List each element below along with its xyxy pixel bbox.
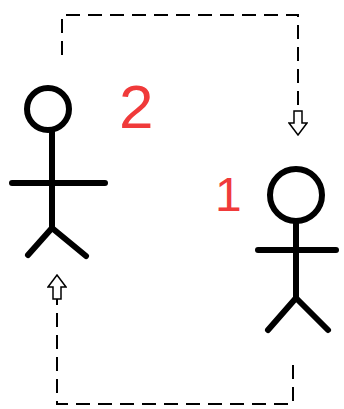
dashed-arrow — [62, 15, 298, 135]
stick-figure-node: 1 — [208, 135, 340, 365]
figure-arms — [258, 247, 336, 253]
stick-figure-right — [258, 169, 336, 330]
figure-head — [27, 88, 69, 130]
figure-leg — [268, 298, 296, 330]
stick-figure-left — [12, 88, 105, 256]
figure-body — [49, 130, 55, 228]
stick-figure-node: 2 — [6, 55, 170, 275]
figure-leg — [28, 228, 52, 255]
figure-arms — [12, 180, 105, 186]
figure-leg — [296, 298, 328, 330]
figure-leg — [52, 228, 86, 256]
dashed-arrow — [57, 275, 293, 404]
callout-number: 2 — [119, 76, 153, 138]
figure-head — [270, 169, 322, 221]
callout-number: 1 — [215, 171, 242, 219]
figure-body — [293, 221, 299, 298]
